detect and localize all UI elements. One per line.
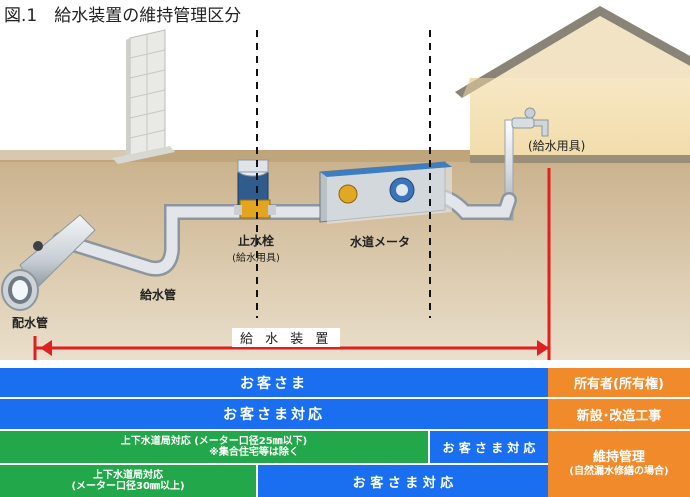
meter-box xyxy=(319,161,452,224)
maintenance-line2: (自然漏水修繕の場合) xyxy=(569,465,669,477)
bureau-large-meter-line1: 上下水道局対応 xyxy=(93,469,163,481)
ground xyxy=(0,150,690,360)
owner-bar: 所有者(所有権) xyxy=(548,368,690,397)
stop-valve xyxy=(234,159,276,219)
supply-device-label: 給 水 装 置 xyxy=(232,328,341,347)
new-construction-bar: 新設･改造工事 xyxy=(548,399,690,429)
water-meter-label: 水道メータ xyxy=(350,235,411,249)
bureau-large-meter-bar: 上下水道局対応 (メーター口径30㎜以上) xyxy=(0,465,256,497)
supply-range-arrow xyxy=(33,168,551,360)
block-wall xyxy=(112,29,175,164)
distribution-main-label: 配水管 xyxy=(12,316,49,330)
bureau-small-meter-bar: 上下水道局対応 (メーター口径25㎜以下) ※集合住宅等は除く xyxy=(0,431,428,463)
customer-action-bar: お客さま対応 xyxy=(0,399,548,429)
customer-action-bar-large: お 客 さ ま 対 応 xyxy=(258,465,548,497)
figure-title: 図.1 給水装置の維持管理区分 xyxy=(4,6,242,26)
bureau-small-meter-line2: ※集合住宅等は除く xyxy=(209,447,299,458)
stop-valve-label: 止水栓 (給水用具) xyxy=(228,232,284,264)
distribution-main-pipe xyxy=(1,214,96,311)
faucet xyxy=(504,107,549,221)
bureau-small-meter-line1: 上下水道局対応 (メーター口径25㎜以下) xyxy=(120,435,308,447)
stop-valve-label-line1: 止水栓 xyxy=(237,234,274,248)
water-tap-label: (給水用具) xyxy=(528,139,586,153)
boundary-dash-lines xyxy=(256,30,431,318)
service-pipe-label: 給水管 xyxy=(140,288,177,302)
stop-valve-label-line2: (給水用具) xyxy=(232,253,280,264)
maintenance-bar: 維持管理 (自然漏水修繕の場合) xyxy=(548,431,690,497)
maintenance-line1: 維持管理 xyxy=(592,449,645,465)
customer-action-bar-small: お 客 さ ま 対 応 xyxy=(430,431,548,463)
bureau-large-meter-line2: (メーター口径30㎜以上) xyxy=(71,481,185,492)
customer-ownership-bar: お客さま xyxy=(0,368,548,397)
